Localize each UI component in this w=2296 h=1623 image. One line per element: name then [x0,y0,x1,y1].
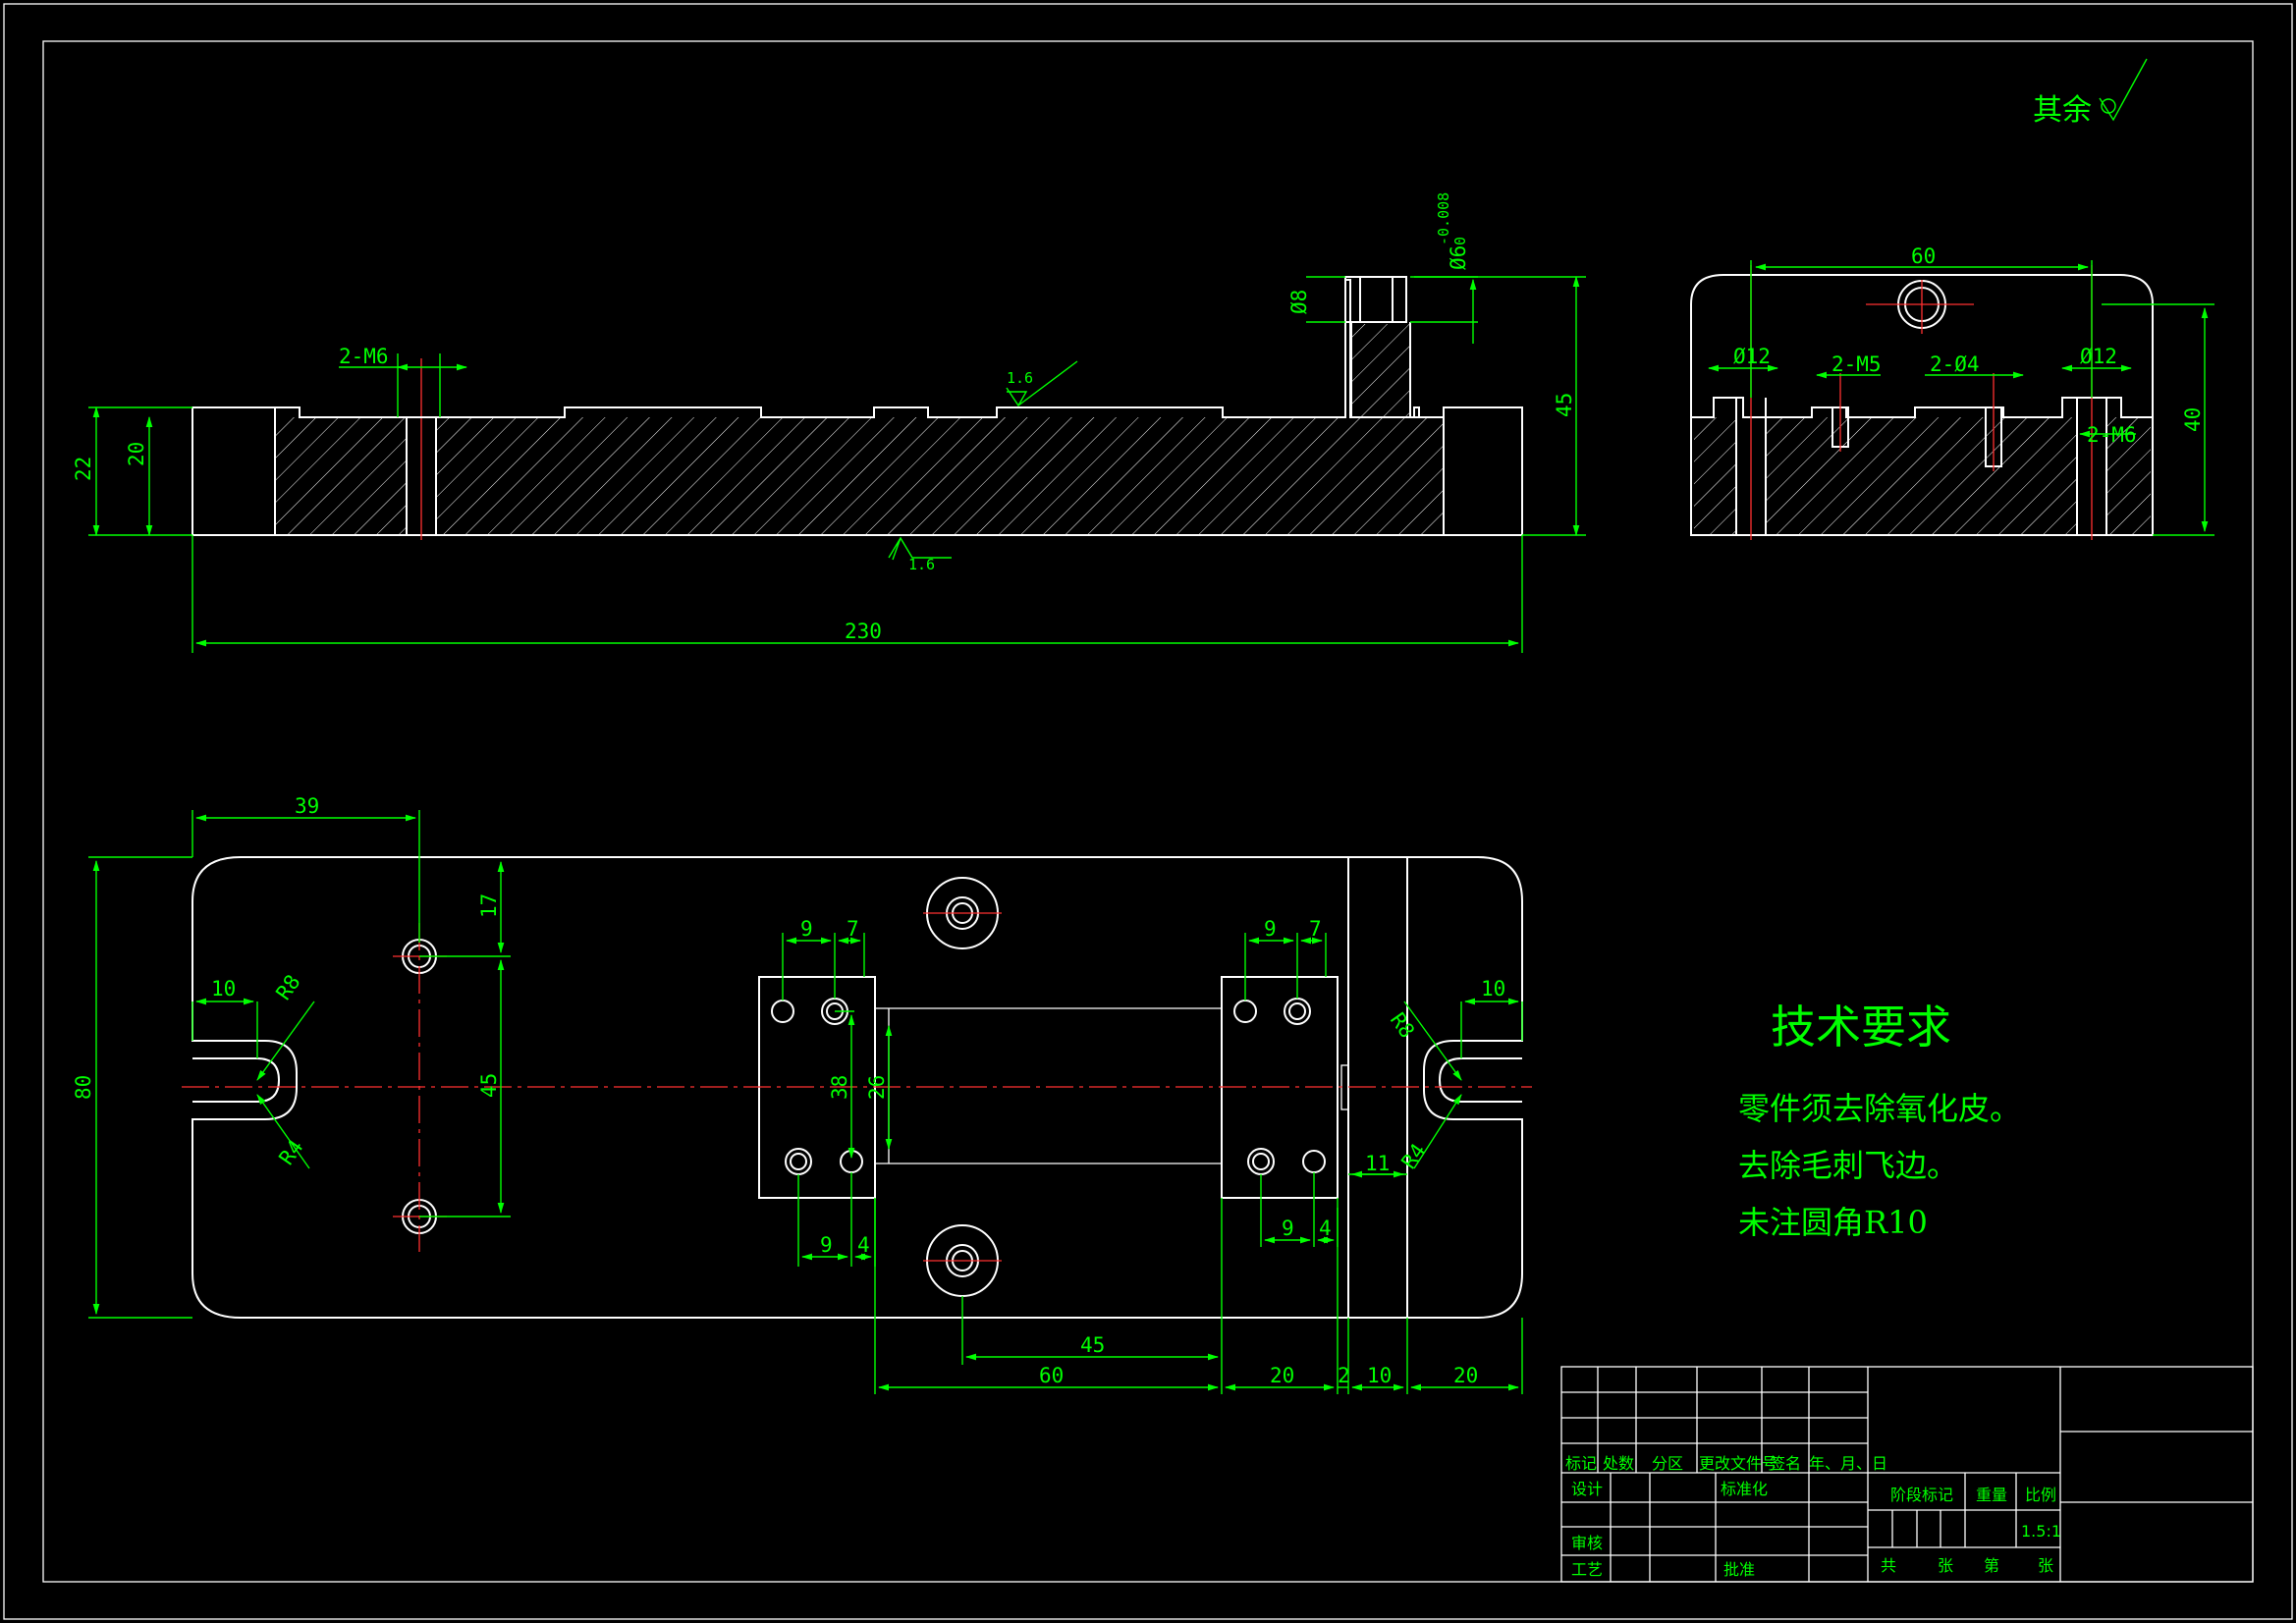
tb-scale-label: 比例 [2025,1486,2056,1504]
dim-9-c: 9 [1264,917,1277,941]
roughness-bottom: 1.6 [908,556,935,573]
surface-roughness-note: 其余 [2033,58,2148,128]
surface-note-text: 其余 [2033,93,2092,128]
tb-standardize: 标准化 [1721,1480,1768,1498]
dim-r4-right: R4 [1396,1139,1430,1172]
tb-total: 共 [1881,1556,1896,1575]
dim-pin-dia: Ø8 [1287,290,1311,314]
side-dim-m6: 2-M6 [2087,423,2137,447]
roughness-symbol-icon [2099,58,2148,122]
front-pin-head [1344,276,1407,323]
dim-45-vert: 45 [477,1073,501,1098]
dim-pin-tol: Ø6 [1447,245,1470,270]
tb-sheet: 张 [2038,1556,2053,1575]
dim-height-45: 45 [1553,393,1576,417]
left-block [758,976,876,1199]
front-view: 2-M6 1.6 1.6 Ø8 Ø6 -0.008 0 22 20 45 230 [72,192,1586,653]
tech-title: 技术要求 [1771,1001,1951,1054]
side-dim-h40: 40 [2181,407,2205,432]
tb-process: 工艺 [1571,1560,1603,1579]
tech-requirements: 技术要求 零件须去除氧化皮。 去除毛刺飞边。 未注圆角R10 [1738,1001,2021,1241]
title-block: 标记 处数 分区 更改文件号 签名 年、月、日 设计 标准化 审核 工艺 批准 … [1560,1366,2254,1583]
dim-4-d: 4 [1319,1217,1332,1240]
dim-thread-top: 2-M6 [339,345,389,368]
dim-45-horiz: 45 [1080,1333,1105,1357]
top-body-outline [191,856,1523,1319]
dim-26: 26 [865,1075,889,1100]
dim-7-c: 7 [1309,917,1322,941]
tb-sheets: 张 [1938,1556,1953,1575]
tb-review: 审核 [1571,1534,1603,1552]
dim-39: 39 [295,794,319,818]
tech-item-1: 零件须去除氧化皮。 [1738,1090,2021,1127]
dim-7-a: 7 [847,917,859,941]
dim-r8-left: R8 [271,970,304,1003]
dim-height-22: 22 [72,457,95,481]
tb-weight: 重量 [1976,1486,2007,1504]
side-dim-d12-left: Ø12 [1733,345,1771,368]
side-dim-w60: 60 [1911,244,1936,268]
front-hatch-body [275,417,1444,535]
tb-stage-mark: 阶段标记 [1890,1486,1953,1504]
tb-header-zone: 分区 [1652,1454,1683,1473]
tb-header-count: 处数 [1603,1454,1634,1473]
dim-length-230: 230 [845,620,882,643]
dim-17: 17 [477,893,501,918]
dim-pin-tol-low: 0 [1451,237,1469,245]
sheet-border [3,3,2293,1620]
side-dim-m5: 2-M5 [1831,352,1882,376]
top-view: 39 17 45 80 10 R8 R4 9 7 38 26 [72,794,1532,1394]
tb-scale-value: 1.5:1 [2021,1522,2061,1541]
roughness-top: 1.6 [1007,369,1033,387]
tb-design: 设计 [1571,1480,1603,1498]
dim-20-a: 20 [1270,1364,1294,1387]
side-hatch-body [1694,417,2151,535]
dim-r4-left: R4 [274,1135,307,1168]
tb-header-mark: 标记 [1565,1454,1597,1473]
tb-header-sign: 签名 [1770,1454,1801,1473]
front-body-outline [191,279,1523,536]
dim-10-left: 10 [211,977,236,1001]
dim-10-right: 10 [1481,977,1505,1001]
dim-pin-tol-up: -0.008 [1435,192,1452,245]
side-dim-d4: 2-Ø4 [1930,352,1980,376]
dim-10-b: 10 [1367,1364,1392,1387]
tb-header-docno: 更改文件号 [1699,1454,1777,1473]
side-dim-d12-right: Ø12 [2080,345,2117,368]
dim-80: 80 [72,1075,95,1100]
dim-2: 2 [1338,1364,1350,1387]
tech-item-2: 去除毛刺飞边。 [1738,1147,1958,1184]
side-body-outline [1690,274,2154,536]
dim-20-b: 20 [1453,1364,1478,1387]
tech-item-3: 未注圆角R10 [1738,1204,1928,1241]
dim-9-a: 9 [800,917,813,941]
dim-60: 60 [1039,1364,1064,1387]
drawing-frame [42,40,2254,1583]
tb-approve: 批准 [1723,1560,1755,1579]
dim-9-d: 9 [1282,1217,1294,1240]
dim-4-b: 4 [857,1233,870,1257]
dim-11: 11 [1365,1152,1390,1175]
tb-page: 第 [1984,1556,1999,1575]
dim-38: 38 [828,1075,851,1100]
tb-header-date: 年、月、日 [1809,1454,1887,1473]
side-view: 60 Ø12 2-M5 2-Ø4 Ø12 2-M6 40 [1690,244,2214,540]
dim-height-20: 20 [125,442,148,466]
dim-r8-right: R8 [1386,1008,1419,1042]
dim-9-b: 9 [820,1233,833,1257]
